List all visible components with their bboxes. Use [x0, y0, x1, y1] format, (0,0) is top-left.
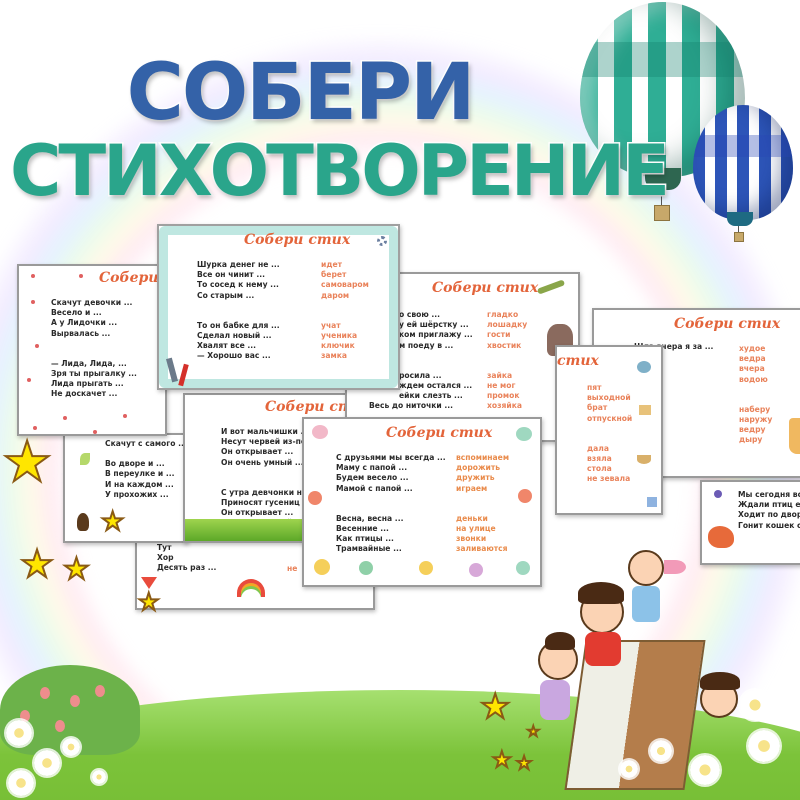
dot-icon — [714, 490, 722, 498]
daisy-flower-icon — [34, 750, 60, 776]
balloon-rope — [661, 190, 662, 206]
cake-icon — [639, 405, 651, 415]
gears-icon — [377, 236, 387, 246]
daisy-flower-icon — [62, 738, 80, 756]
card-lines-right: идет берет самоваром даром учат ученика … — [321, 260, 369, 361]
daisy-flower-icon — [92, 770, 106, 784]
lilac-bird-icon — [469, 563, 483, 577]
daisy-flower-icon — [6, 720, 32, 746]
mint-bird-icon — [516, 561, 530, 575]
star-icon: ★ — [100, 507, 125, 537]
daisy-flower-icon — [690, 755, 720, 785]
toy-horn-icon — [664, 560, 686, 574]
leaf-icon — [80, 453, 90, 465]
poem-card-druzya[interactable]: Собери стих С друзьями мы всегда ... Мам… — [302, 417, 542, 587]
star-icon: ★ — [526, 724, 540, 740]
daisy-flower-icon — [740, 690, 770, 720]
yellow-bird-icon — [314, 559, 330, 575]
blue-hot-air-balloon-icon — [693, 105, 793, 220]
pink-bird-icon — [312, 425, 328, 439]
daisy-flower-icon — [650, 740, 672, 762]
poem-card-tea[interactable]: стих пят выходной брат отпускной дала вз… — [555, 345, 663, 515]
teapot-icon — [637, 361, 651, 373]
green-bird-icon — [359, 561, 373, 575]
star-icon: ★ — [62, 552, 91, 587]
card-lines-left: о свою ... у ей шёрстку ... ком приглажу… — [369, 310, 473, 411]
character-hair — [578, 582, 624, 604]
card-lines-left: Тут Хор Десять раз ... — [157, 543, 217, 573]
star-icon: ★ — [19, 542, 55, 586]
blue-balloon-skirt — [727, 212, 753, 226]
coral-bird-icon — [518, 489, 532, 503]
poem-card-birds[interactable]: Мы сегодня вст Ждали птиц ещ Ходит по дв… — [700, 480, 800, 565]
mint-bird-icon — [516, 427, 532, 441]
screwdriver-icon — [178, 363, 189, 387]
orange-bird-icon — [308, 491, 322, 505]
wrench-screwdriver-icon — [165, 357, 179, 383]
card-lines-left: Мы сегодня вст Ждали птиц ещ Ходит по дв… — [738, 490, 800, 530]
card-lines-right: худое ведра вчера водою наберу наружу ве… — [739, 344, 773, 445]
card-lines-left: С друзьями мы всегда ... Маму с папой ..… — [336, 453, 446, 554]
girl-red-dress — [585, 632, 621, 666]
character-hair — [700, 672, 740, 690]
star-icon: ★ — [137, 588, 160, 616]
girl-character-icon — [77, 513, 89, 531]
poem-card-shurka[interactable]: Собери стих Шурка денег не ... Все он чи… — [157, 224, 400, 390]
daisy-flower-icon — [8, 770, 34, 796]
branch-icon — [536, 279, 566, 295]
card-title: Собери стих — [386, 425, 493, 441]
balloon-rope — [738, 226, 739, 233]
yellow-bird-icon — [419, 561, 433, 575]
star-icon: ★ — [1, 430, 53, 495]
title-line-1: СОБЕРИ — [125, 47, 477, 140]
card-title: Собери ст — [99, 270, 165, 286]
cupcake-icon — [647, 497, 657, 507]
girl-body — [540, 680, 570, 720]
teacup-icon — [637, 455, 651, 464]
card-title: стих — [557, 353, 599, 369]
daisy-flower-icon — [748, 730, 780, 762]
boy-blue-shirt — [632, 586, 660, 622]
boy-with-horn-character — [628, 550, 664, 586]
card-title: Собери стих — [265, 399, 372, 415]
card-title: Собери стих — [432, 280, 539, 296]
teal-balloon-skirt — [645, 168, 681, 190]
card-lines-right: не — [287, 564, 298, 573]
poem-card-skakalka[interactable]: Собери ст Скачут девочки ... Весело и ..… — [17, 264, 167, 436]
character-hair — [545, 632, 575, 650]
card-lines-right: пят выходной брат отпускной дала взяла с… — [587, 383, 633, 484]
rainbow-icon — [237, 579, 265, 597]
star-icon: ★ — [515, 753, 533, 774]
card-title: Собери стих — [674, 316, 781, 332]
card-lines-right: гладко лошадку гости хвостик зайка не мо… — [487, 310, 528, 411]
bucket-icon — [789, 418, 800, 454]
card-lines-left: И вот мальчишки ... Несут червей из-по О… — [221, 427, 310, 527]
daisy-flower-icon — [620, 760, 638, 778]
blue-balloon-basket-icon — [734, 232, 744, 242]
star-icon: ★ — [491, 748, 513, 773]
card-title: Собери стих — [244, 232, 351, 248]
card-lines-left: Шурка денег не ... Все он чинит ... То с… — [197, 260, 280, 361]
card-lines-left: Скачут девочки ... Весело и ... А у Лидо… — [51, 298, 137, 399]
card-lines-left: Шла вчера я за ... — [634, 342, 714, 351]
card-lines-left: Скачут с самого ... Во дворе и ... В пер… — [105, 439, 187, 499]
card-lines-right: вспоминаем дорожить дружить играем деньк… — [456, 453, 510, 554]
robin-bird-icon — [708, 526, 734, 548]
poem-card-skachut[interactable]: Скачут с самого ... Во дворе и ... В пер… — [63, 433, 188, 543]
bunting-flags-icon — [141, 577, 157, 589]
title-line-2: СТИХОТВОРЕНИЕ — [9, 129, 672, 214]
star-icon: ★ — [479, 687, 512, 727]
teal-balloon-basket-icon — [654, 205, 670, 221]
